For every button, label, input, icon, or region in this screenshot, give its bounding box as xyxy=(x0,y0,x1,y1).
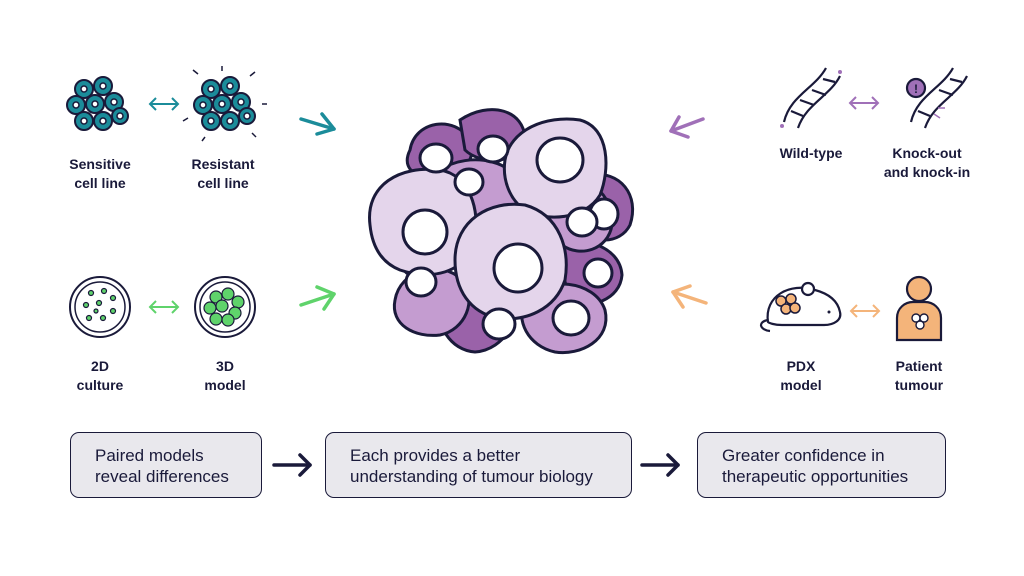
flow-arrow-1-icon xyxy=(272,453,312,477)
svg-text:!: ! xyxy=(914,82,918,96)
patient-icon xyxy=(895,275,943,342)
flow-step-3: Greater confidence in therapeutic opport… xyxy=(697,432,946,498)
tumour-cell-cluster-icon xyxy=(368,108,635,355)
pdx-model-label: PDX model xyxy=(780,358,822,393)
flow-step-1: Paired models reveal differences xyxy=(70,432,262,498)
knock-out-dna-icon: ! xyxy=(905,67,968,129)
3d-model-dish-icon xyxy=(194,276,256,338)
flow-step-2-text: Each provides a better understanding of … xyxy=(350,446,593,486)
2d-culture-dish-icon xyxy=(69,276,131,338)
wild-type-dna-icon xyxy=(780,67,842,129)
teal-inward-arrow-icon xyxy=(299,112,336,136)
sensitive-cell-line-label: Sensitive cell line xyxy=(69,156,131,191)
3d-model-label: 3D model xyxy=(204,358,246,393)
2d-3d-double-arrow-icon xyxy=(148,300,180,314)
knock-out-label: Knock-out and knock-in xyxy=(883,145,971,180)
sensitive-resistant-double-arrow-icon xyxy=(148,97,180,111)
green-inward-arrow-icon xyxy=(299,285,336,311)
flow-step-3-text: Greater confidence in therapeutic opport… xyxy=(722,446,909,486)
purple-inward-arrow-icon xyxy=(669,115,705,139)
orange-inward-arrow-icon xyxy=(671,284,708,309)
2d-culture-label: 2D culture xyxy=(76,358,124,393)
flow-step-2: Each provides a better understanding of … xyxy=(325,432,632,498)
flow-step-1-text: Paired models reveal differences xyxy=(95,446,229,486)
sensitive-cell-cluster-icon xyxy=(66,76,129,131)
resistant-cell-cluster-icon xyxy=(182,66,267,142)
patient-tumour-label: Patient tumour xyxy=(894,358,944,393)
wild-type-label: Wild-type xyxy=(779,145,843,161)
flow-arrow-2-icon xyxy=(640,453,680,477)
resistant-cell-line-label: Resistant cell line xyxy=(191,156,255,191)
wildtype-knockout-double-arrow-icon xyxy=(848,96,880,110)
pdx-patient-double-arrow-icon xyxy=(849,304,881,318)
pdx-mouse-icon xyxy=(760,281,842,333)
